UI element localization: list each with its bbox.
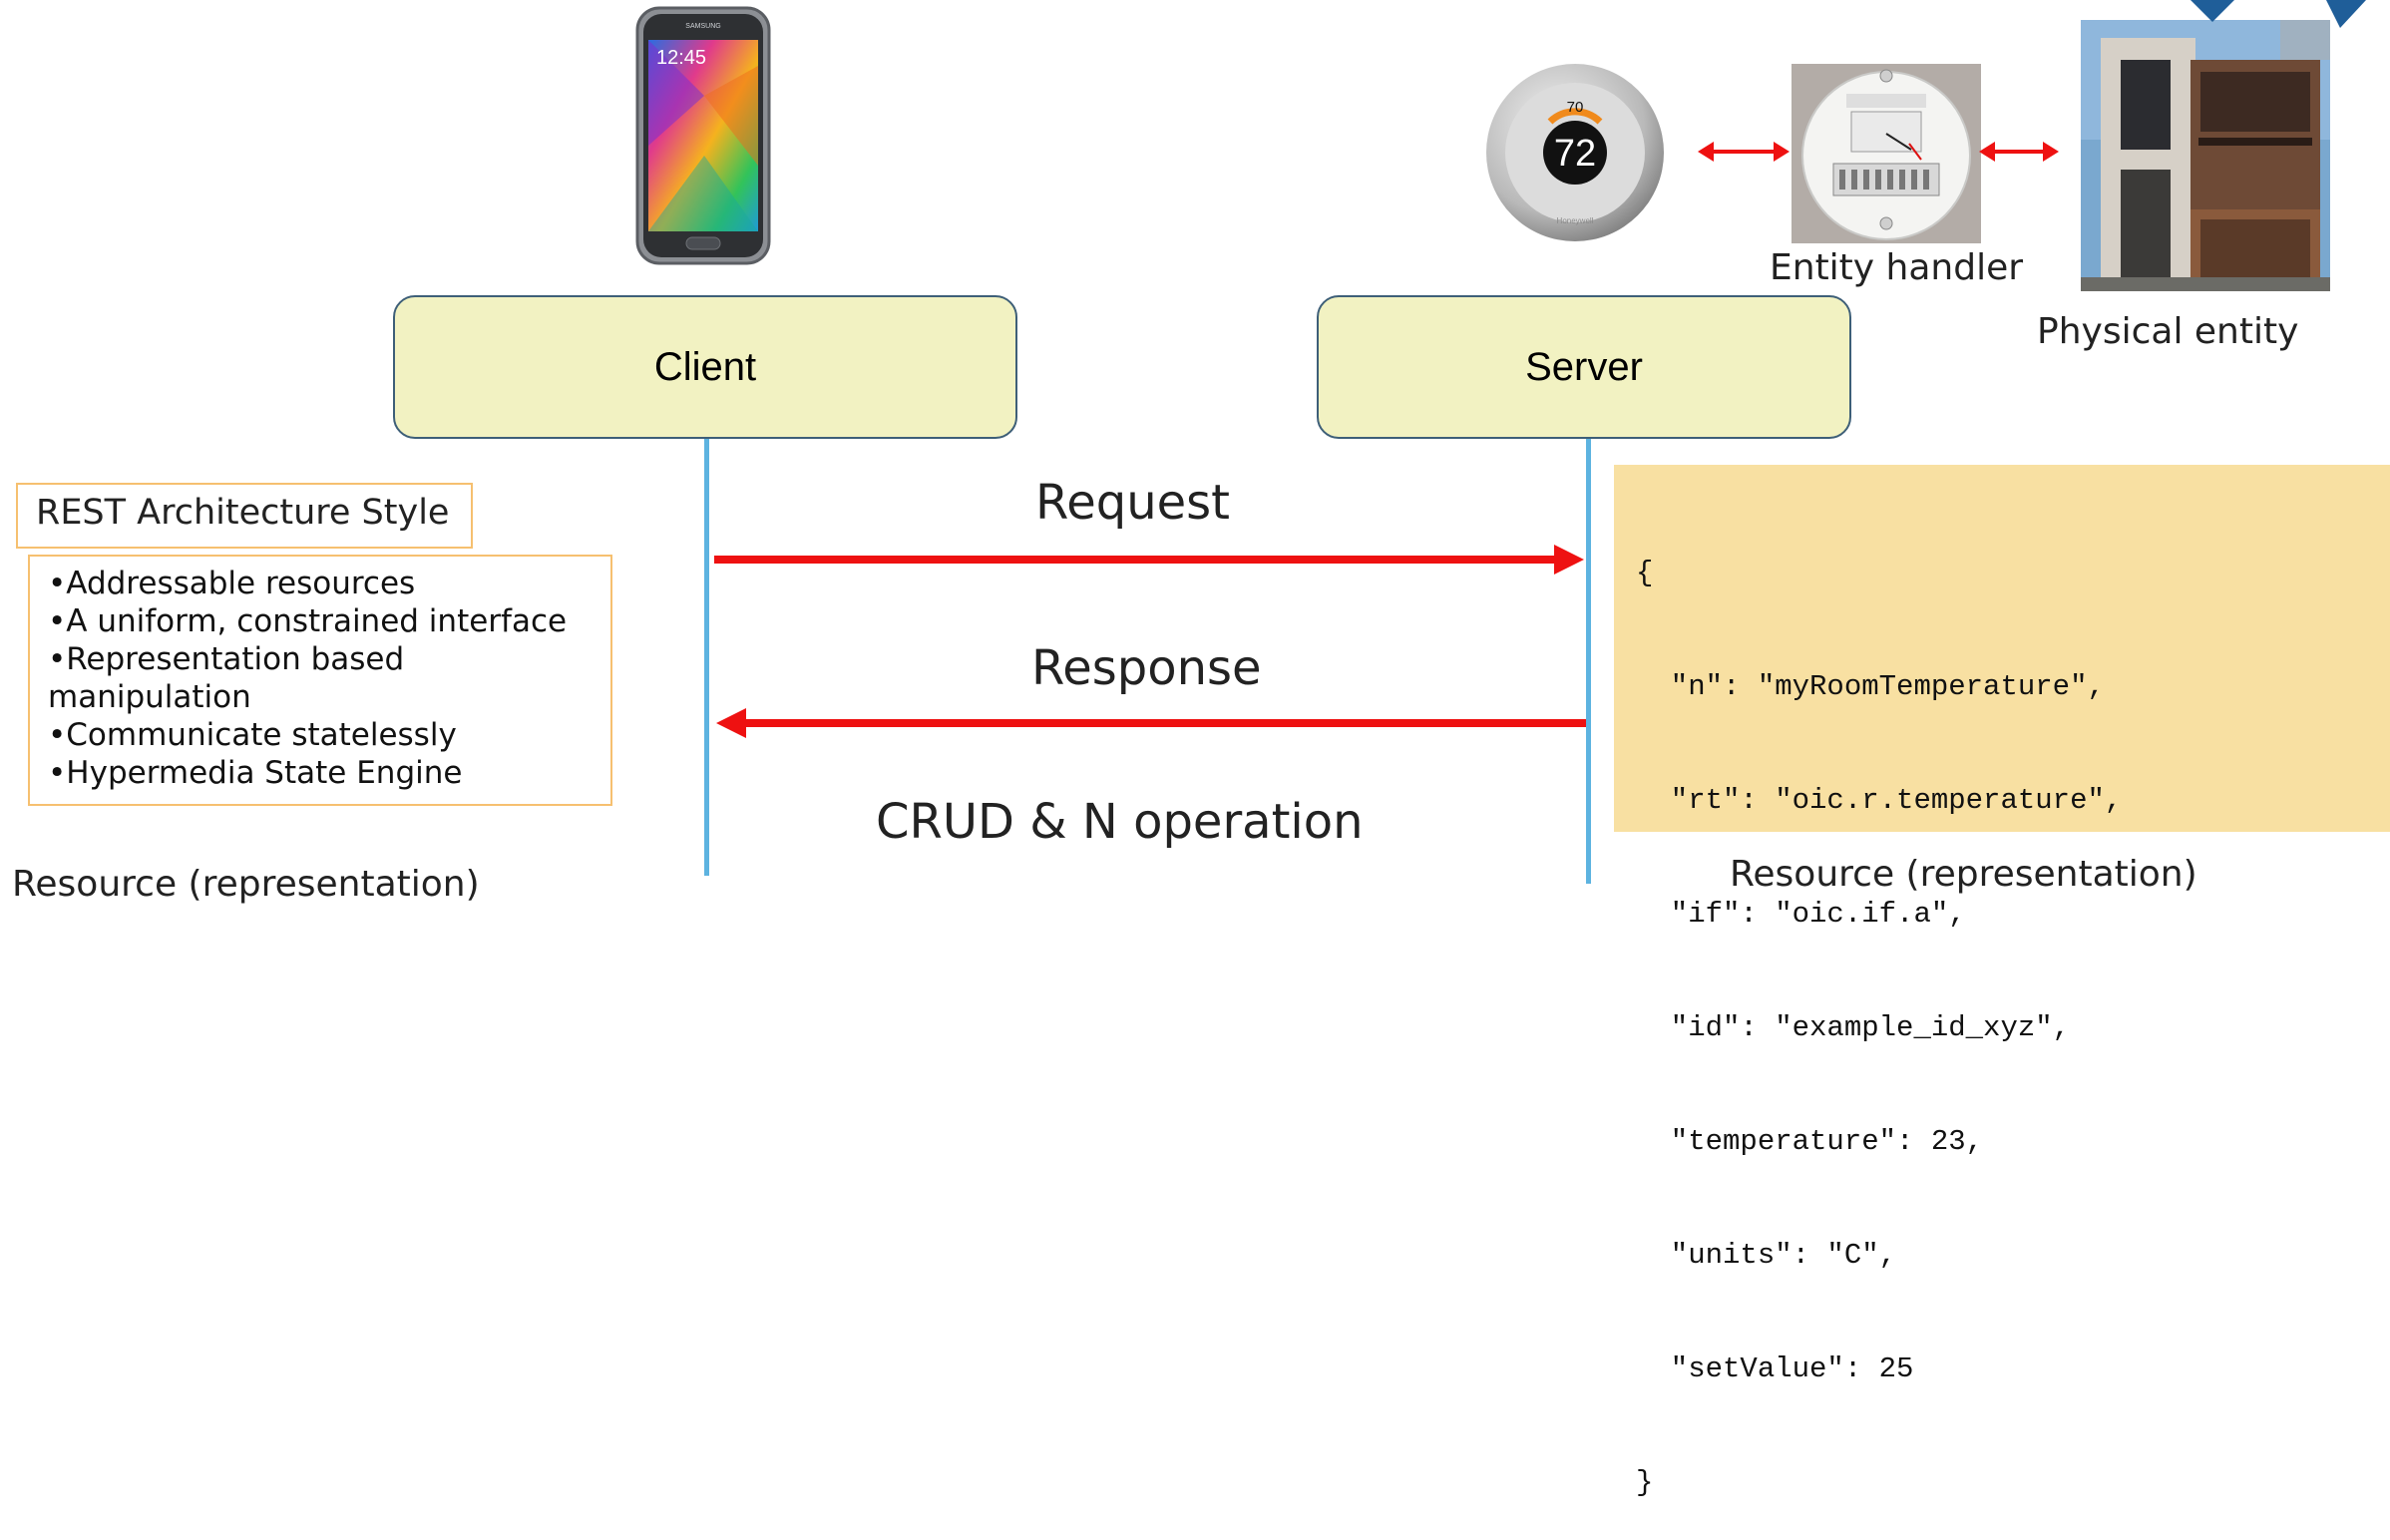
response-arrow [716,708,1586,738]
rest-item: •Addressable resources [48,566,416,601]
rest-title: REST Architecture Style [36,493,450,533]
rest-item: •Representation based [48,641,405,677]
server-label: Server [1525,344,1643,389]
json-line: "units": "C", [1636,1239,1897,1272]
rest-list-box: •Addressable resources •A uniform, const… [28,555,612,806]
house-image [2081,20,2330,291]
crud-label: CRUD & N operation [876,794,1364,850]
thermostat-icon: 70 72 Honeywell [1486,64,1664,241]
response-label: Response [1031,640,1262,696]
json-line: "setValue": 25 [1636,1352,1914,1385]
json-line: "if": "oic.if.a", [1636,898,1966,931]
json-representation-box: { "n": "myRoomTemperature", "rt": "oic.r… [1614,465,2390,1499]
left-resource-caption: Resource (representation) [12,864,480,905]
request-label: Request [1035,475,1230,531]
json-line: "rt": "oic.r.temperature", [1636,784,2123,817]
phone-time: 12:45 [656,47,706,69]
thermostat-value: 72 [1554,133,1596,175]
handler-entity-arrow [1979,142,2059,162]
thermostat-setpoint: 70 [1567,99,1584,116]
server-box: Server [1317,295,1851,439]
thermostat-handler-arrow [1698,142,1790,162]
json-line: } [1636,1466,1654,1499]
physical-entity-label: Physical entity [2037,311,2299,352]
json-line: "id": "example_id_xyz", [1636,1011,2071,1044]
smartphone-icon: SAMSUNG 12:45 [635,6,771,265]
client-box: Client [393,295,1017,439]
wall-plate-icon [1792,64,1981,243]
client-label: Client [653,344,757,389]
request-arrow [714,545,1584,575]
client-lifeline [704,439,709,876]
rest-title-box: REST Architecture Style [16,483,473,549]
json-line: "n": "myRoomTemperature", [1636,670,2105,703]
corner-decoration [2191,0,2366,28]
json-line: { [1636,557,1654,589]
thermostat-brand: Honeywell [1557,216,1594,225]
phone-brand: SAMSUNG [685,23,720,30]
rest-item: •Hypermedia State Engine [48,755,463,791]
right-resource-caption: Resource (representation) [1730,854,2197,895]
rest-item: •Communicate statelessly [48,717,457,753]
server-lifeline [1586,439,1591,884]
entity-handler-label: Entity handler [1770,247,2024,288]
rest-item: manipulation [48,679,251,715]
rest-item: •A uniform, constrained interface [48,603,568,639]
json-line: "temperature": 23, [1636,1125,1984,1158]
